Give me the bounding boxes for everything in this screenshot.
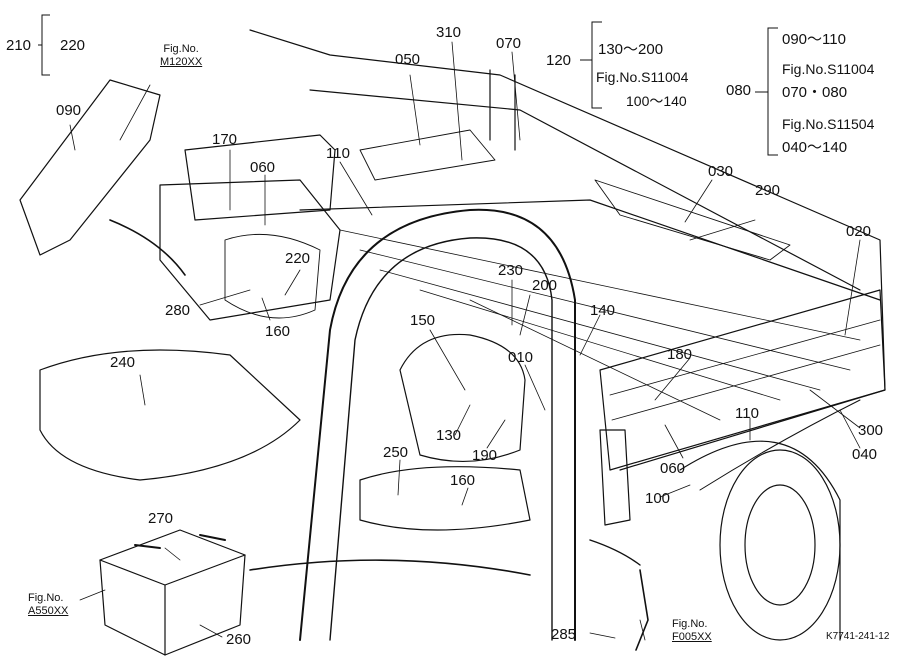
bracket-120 xyxy=(591,21,602,109)
fig-ref-m120-label: Fig.No. xyxy=(163,43,199,55)
decal-030 xyxy=(594,179,791,261)
part-label-070: 070 xyxy=(496,35,522,52)
panel-050 xyxy=(359,129,496,181)
group-120-line1: 130～200 xyxy=(598,41,664,58)
group-210-outer: 210 xyxy=(6,37,32,54)
part-label-020: 020 xyxy=(846,223,872,240)
instrument-panel xyxy=(224,233,321,319)
fig-ref-m120[interactable]: Fig.No. M120XX xyxy=(160,43,202,69)
group-210-inner: 220 xyxy=(60,37,86,54)
part-label-160a: 160 xyxy=(265,323,291,340)
battery xyxy=(99,529,246,656)
group-080-line1: 090～110 xyxy=(782,31,846,48)
backrest-pad xyxy=(184,134,336,221)
part-label-140: 140 xyxy=(590,302,616,319)
floor-mat xyxy=(39,349,301,481)
group-080-line3: 070・080 xyxy=(782,84,848,101)
rops-outer xyxy=(299,208,576,641)
fig-ref-m120-code: M120XX xyxy=(160,56,203,69)
part-label-310: 310 xyxy=(436,24,462,41)
rops-inner xyxy=(329,237,553,641)
part-label-270: 270 xyxy=(148,510,174,527)
dashboard xyxy=(159,179,341,321)
part-label-100: 100 xyxy=(645,490,671,507)
seat-back xyxy=(399,333,526,463)
group-080-line2: Fig.No.S11004 xyxy=(782,61,875,77)
fig-ref-f005-code: F005XX xyxy=(672,631,712,644)
fig-ref-a550[interactable]: Fig.No. A550XX xyxy=(28,592,68,618)
part-label-290: 290 xyxy=(755,182,781,199)
part-label-060b: 060 xyxy=(660,460,686,477)
group-120-outer: 120 xyxy=(546,52,572,69)
fig-ref-f005-label: Fig.No. xyxy=(672,618,708,630)
part-label-160b: 160 xyxy=(450,472,476,489)
cover-090 xyxy=(19,79,161,256)
bracket-210 xyxy=(41,14,50,76)
fig-ref-a550-code: A550XX xyxy=(28,605,69,618)
part-label-230: 230 xyxy=(498,262,524,279)
part-label-050: 050 xyxy=(395,51,421,68)
part-label-090a: 090 xyxy=(56,102,82,119)
wheel xyxy=(719,449,841,641)
part-label-285: 285 xyxy=(551,626,577,643)
part-label-260: 260 xyxy=(226,631,252,648)
part-label-170: 170 xyxy=(212,131,238,148)
fig-ref-f005[interactable]: Fig.No. F005XX xyxy=(672,618,712,644)
group-080-line5: 040～140 xyxy=(782,139,848,156)
part-label-220: 220 xyxy=(285,250,311,267)
group-080-outer: 080 xyxy=(726,82,752,99)
gate-latch xyxy=(599,429,631,526)
cable xyxy=(699,399,861,491)
part-label-250: 250 xyxy=(383,444,409,461)
part-label-110a: 110 xyxy=(326,145,350,162)
part-label-030: 030 xyxy=(708,163,734,180)
part-label-200: 200 xyxy=(532,277,558,294)
side-gate xyxy=(599,289,886,471)
arrow-dash xyxy=(109,219,186,276)
part-label-040: 040 xyxy=(852,446,878,463)
group-080-line4: Fig.No.S11504 xyxy=(782,116,875,132)
part-label-240: 240 xyxy=(110,354,136,371)
fig-ref-a550-label: Fig.No. xyxy=(28,592,64,604)
bed-floor-edge xyxy=(299,199,881,301)
part-label-300: 300 xyxy=(858,422,884,439)
part-label-110b: 110 xyxy=(735,405,759,422)
arrow-battery xyxy=(249,559,531,576)
part-label-010: 010 xyxy=(508,349,534,366)
group-120-line2: Fig.No.S11004 xyxy=(596,69,689,85)
spring-rod xyxy=(635,569,649,651)
arrow-spring xyxy=(589,539,641,566)
part-label-150: 150 xyxy=(410,312,436,329)
group-120-line3: 100～140 xyxy=(626,93,687,109)
seat-cushion xyxy=(359,466,531,531)
part-label-060a: 060 xyxy=(250,159,276,176)
drawing-code: K7741-241-12 xyxy=(826,631,890,642)
part-label-180: 180 xyxy=(667,346,693,363)
part-label-130: 130 xyxy=(436,427,462,444)
part-label-280: 280 xyxy=(165,302,191,319)
bed-front-wall xyxy=(309,89,861,291)
bracket-080 xyxy=(767,27,778,156)
part-label-190: 190 xyxy=(472,447,498,464)
